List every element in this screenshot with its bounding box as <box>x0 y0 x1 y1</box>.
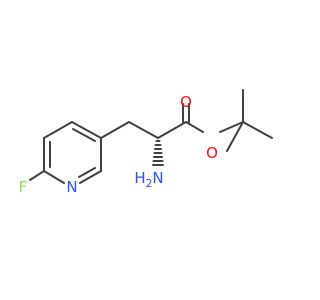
bond-ctert-me-right <box>242 121 273 139</box>
bond-n1-c2 <box>43 170 65 184</box>
pyridine-ring <box>29 121 102 184</box>
bond-oester-ctert <box>219 121 244 133</box>
fluorine-label: F <box>19 178 28 196</box>
bond-ctert-me-bottom <box>226 121 244 152</box>
amine-h-label: H <box>134 169 145 187</box>
bond-calpha-carbonyl <box>157 121 187 139</box>
carbonyl-oxygen-label: O <box>180 93 192 111</box>
bond-c6-n1-inner <box>78 167 96 178</box>
side-chain <box>100 89 273 152</box>
bond-c4-c5 <box>71 121 102 139</box>
molecule-drawing: F N O O H 2 N <box>19 89 273 196</box>
amine-group: H 2 N <box>134 169 163 190</box>
bond-ring-ch2 <box>100 121 130 139</box>
amine-nitrogen-label: N <box>152 169 163 187</box>
structure-canvas: F N O O H 2 N <box>19 89 273 196</box>
ester-oxygen-label: O <box>206 144 218 162</box>
bond-carbonyl-oester <box>185 121 204 133</box>
bond-c3-c4 <box>43 121 73 139</box>
bond-c2-f <box>29 170 45 181</box>
bond-c4-c5-inner <box>72 128 96 142</box>
bond-c6-n1 <box>79 170 102 184</box>
bond-ch2-calpha <box>128 121 159 139</box>
ring-nitrogen-label: N <box>66 178 77 196</box>
stereo-hashed-wedge <box>152 140 164 166</box>
amine-h-count: 2 <box>146 177 153 190</box>
